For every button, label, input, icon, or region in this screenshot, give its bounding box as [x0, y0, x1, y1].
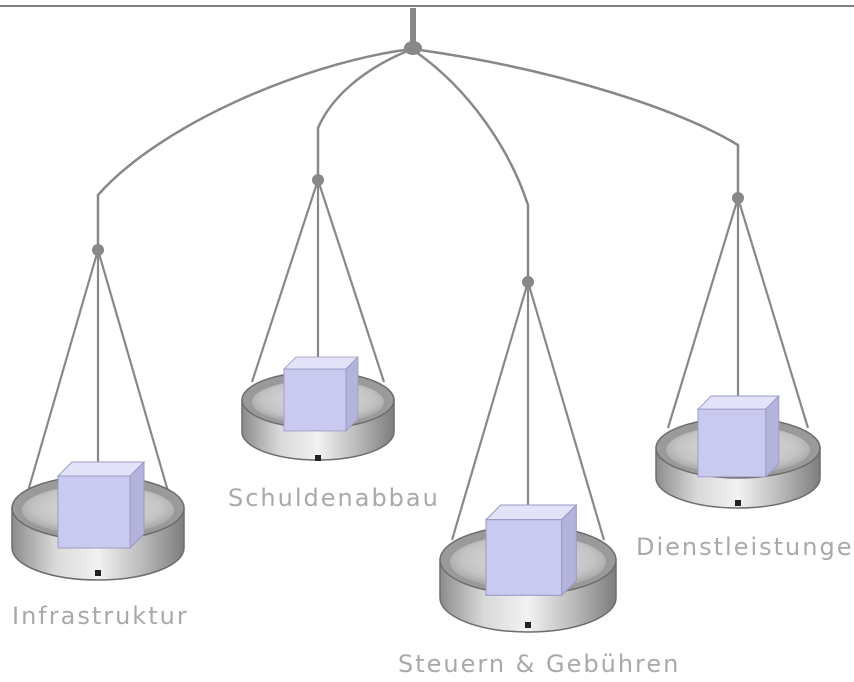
pivot-4 — [732, 192, 744, 204]
center-post — [410, 8, 416, 46]
pivot-2 — [312, 174, 324, 186]
arm-dienstleistungen — [418, 48, 740, 200]
arm-infrastruktur — [96, 48, 406, 252]
pan-steuern-gebuehren — [439, 276, 617, 633]
pivot-1 — [92, 244, 104, 256]
pan-schuldenabbau — [241, 174, 395, 461]
arm-steuern — [414, 50, 530, 284]
pivot-3 — [522, 276, 534, 288]
scale-arms — [96, 48, 740, 284]
pan-infrastruktur — [11, 244, 185, 581]
label-dienstleistungen: Dienstleistungen — [636, 533, 854, 561]
pan-dienstleistungen — [655, 192, 821, 509]
arm-schuldenabbau — [316, 48, 412, 182]
label-steuern-gebuehren: Steuern & Gebühren — [398, 650, 681, 678]
label-schuldenabbau: Schuldenabbau — [228, 484, 440, 512]
label-infrastruktur: Infrastruktur — [12, 602, 189, 630]
